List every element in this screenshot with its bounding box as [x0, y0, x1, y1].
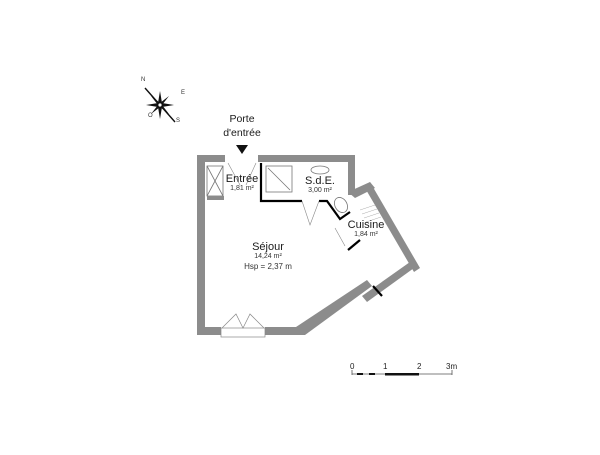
ceiling-height: Hsp = 2,37 m [244, 262, 292, 271]
compass-west-label: O [148, 113, 153, 119]
kitchen-counter [359, 204, 382, 223]
entrance-label: Porte d'entrée [220, 112, 264, 140]
window-entree [206, 165, 224, 197]
toilet-icon [334, 197, 348, 213]
door-swings [227, 162, 346, 247]
room-area: 1,81 m² [230, 185, 254, 192]
scale-tick-2: 2 [417, 362, 422, 371]
scale-tick-3: 3m [446, 362, 458, 371]
room-name: Séjour [252, 241, 284, 253]
scale-tick-1: 1 [383, 362, 388, 371]
entrance-arrow-icon [236, 145, 248, 154]
compass-east-label: E [181, 90, 186, 96]
exterior-walls [197, 155, 420, 335]
compass-north-label: N [141, 77, 146, 83]
shower-tray-icon [265, 165, 293, 193]
room-name: S.d.E. [305, 175, 335, 187]
room-name: Cuisine [347, 219, 385, 231]
room-entree: Entrée 1,81 m² [222, 173, 262, 192]
room-sejour: Séjour 14,24 m² Hsp = 2,37 m [236, 241, 300, 271]
interior-partitions [259, 163, 383, 297]
compass-rose-icon [144, 87, 176, 123]
room-area: 14,24 m² [254, 253, 282, 260]
sink-icon [310, 165, 330, 175]
room-sde: S.d.E. 3,00 m² [298, 175, 342, 194]
scale-bar [351, 370, 453, 376]
compass-south-label: S [176, 118, 181, 124]
room-name: Entrée [225, 173, 259, 185]
room-area: 1,84 m² [354, 231, 378, 238]
window-sejour [220, 313, 266, 338]
entrance-label-line1: Porte [229, 113, 255, 125]
entrance-label-line2: d'entrée [223, 127, 261, 139]
room-area: 3,00 m² [308, 187, 332, 194]
room-cuisine: Cuisine 1,84 m² [343, 219, 389, 238]
scale-tick-0: 0 [350, 362, 355, 371]
